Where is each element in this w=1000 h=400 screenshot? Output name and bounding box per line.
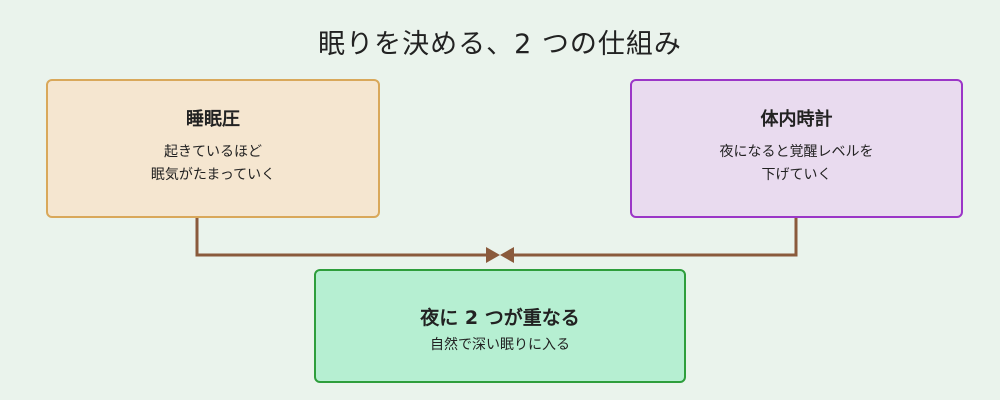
body-clock-box: 体内時計 夜になると覚醒レベルを 下げていく [630,79,963,218]
connector-right [504,218,798,257]
body-clock-title: 体内時計 [760,109,833,130]
sleep-pressure-box: 睡眠圧 起きているほど 眠気がたまっていく [46,79,380,218]
arrowhead-right-icon [500,247,514,263]
night-overlap-title: 夜に 2 つが重なる [420,307,580,329]
connector-left [195,218,496,257]
night-overlap-line-1: 自然で深い眠りに入る [430,337,570,353]
body-clock-line-2: 下げていく [761,167,832,183]
body-clock-line-1: 夜になると覚醒レベルを [719,144,874,160]
arrowhead-left-icon [486,247,500,263]
sleep-pressure-title: 睡眠圧 [186,109,240,130]
sleep-pressure-line-1: 起きているほど [164,144,262,160]
diagram-title: 眠りを決める、2 つの仕組み [318,29,682,60]
night-overlap-box: 夜に 2 つが重なる 自然で深い眠りに入る [314,269,686,383]
sleep-pressure-line-2: 眠気がたまっていく [150,167,276,183]
